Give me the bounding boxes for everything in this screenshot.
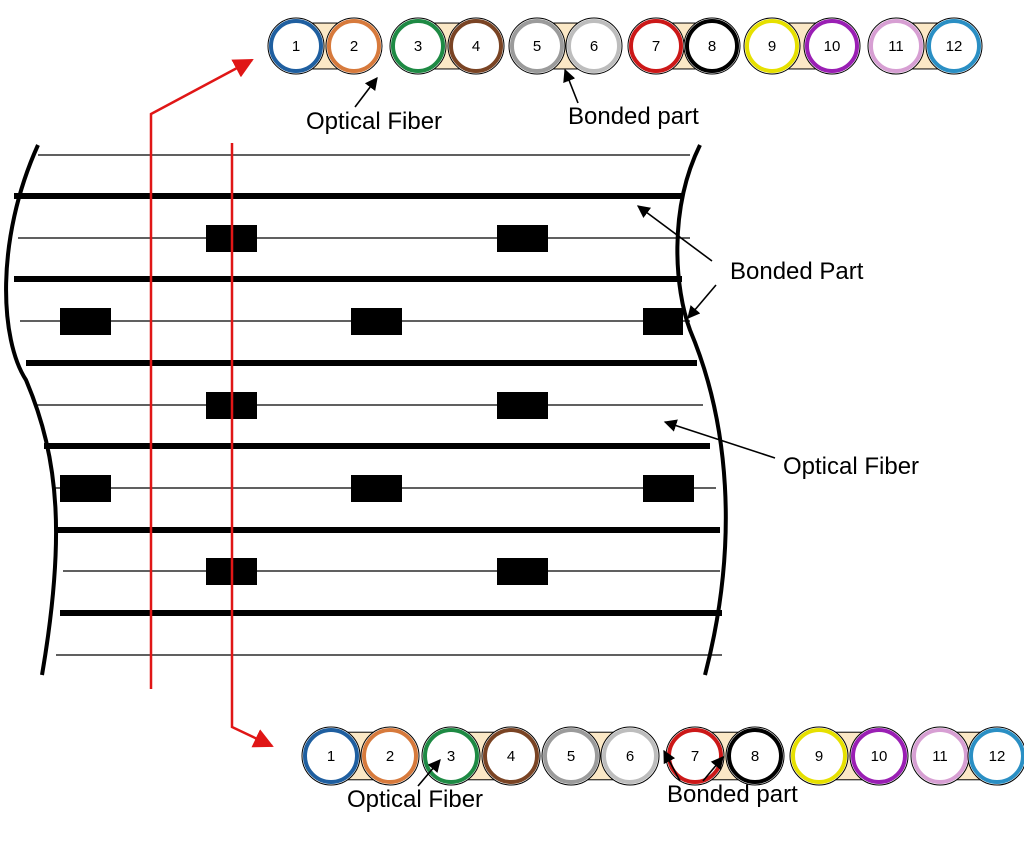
top-fiber-3-coating <box>391 19 445 73</box>
top-fiber-7-coating <box>629 19 683 73</box>
bottom-fiber-8-number: 8 <box>751 748 759 765</box>
bottom-bonded-part-label: Bonded part <box>667 781 798 808</box>
bonded-part-block <box>351 308 402 335</box>
right-bonded-part-arrow-lower <box>687 284 717 319</box>
cut-line-1 <box>149 58 254 689</box>
top-fiber-8-number: 8 <box>708 38 716 55</box>
bottom-fiber-11-number: 11 <box>932 748 948 765</box>
bottom-fiber-6-number: 6 <box>626 748 634 765</box>
right-bonded-part-arrow-upper <box>636 205 713 262</box>
bottom-optical-fiber-arrow <box>417 759 441 787</box>
bottom-fiber-6-coating <box>602 728 658 784</box>
ribbon-right-edge <box>675 144 728 676</box>
bottom-bonded-part-arrow-right <box>702 756 724 782</box>
top-fiber-4-coating <box>449 19 503 73</box>
bottom-fiber-12-coating <box>969 728 1024 784</box>
top-fiber-10-coating <box>805 19 859 73</box>
top-fiber-2-number: 2 <box>350 38 358 55</box>
top-fiber-2-coating <box>327 19 381 73</box>
bottom-fiber-3-number: 3 <box>447 748 455 765</box>
bottom-fiber-4-coating <box>483 728 539 784</box>
top-fiber-10-number: 10 <box>824 38 841 55</box>
bonded-part-block <box>60 475 111 502</box>
top-bonded-part-arrow <box>563 68 579 104</box>
top-fiber-6-number: 6 <box>590 38 598 55</box>
top-fiber-3-number: 3 <box>414 38 422 55</box>
top-fiber-6-coating <box>567 19 621 73</box>
top-fiber-8-coating <box>685 19 739 73</box>
top-fiber-5-coating <box>510 19 564 73</box>
bonded-part-block <box>643 308 683 335</box>
top-fiber-1-coating <box>269 19 323 73</box>
top-fiber-12-coating <box>927 19 981 73</box>
top-optical-fiber-arrow <box>354 76 378 108</box>
cut-line-2 <box>230 143 274 748</box>
fiber-lines <box>18 154 722 656</box>
top-fiber-4-number: 4 <box>472 38 480 55</box>
bottom-fiber-9-coating <box>791 728 847 784</box>
top-fiber-9-number: 9 <box>768 38 776 55</box>
top-bonded-part-label: Bonded part <box>568 103 699 130</box>
bonded-part-block <box>351 475 402 502</box>
bottom-fiber-2-coating <box>362 728 418 784</box>
top-fiber-9-coating <box>745 19 799 73</box>
bottom-fiber-4-number: 4 <box>507 748 515 765</box>
top-fiber-5-number: 5 <box>533 38 541 55</box>
top-fiber-7-number: 7 <box>652 38 660 55</box>
top-optical-fiber-label: Optical Fiber <box>306 108 442 135</box>
bonded-part-block <box>643 475 694 502</box>
bottom-fiber-10-number: 10 <box>871 748 888 765</box>
bottom-fiber-10-coating <box>851 728 907 784</box>
right-optical-fiber-label: Optical Fiber <box>783 453 919 480</box>
ribbon-boundaries <box>14 193 722 616</box>
bonded-part-block <box>497 558 548 585</box>
bonded-part-block <box>60 308 111 335</box>
bonded-part-block <box>497 392 548 419</box>
top-fiber-11-number: 11 <box>888 38 904 55</box>
bottom-fiber-8-coating <box>727 728 783 784</box>
top-fiber-1-number: 1 <box>292 38 300 55</box>
bottom-fiber-5-coating <box>543 728 599 784</box>
bottom-fiber-12-number: 12 <box>989 748 1006 765</box>
bottom-optical-fiber-label: Optical Fiber <box>347 786 483 813</box>
bottom-fiber-1-number: 1 <box>327 748 335 765</box>
bottom-fiber-2-number: 2 <box>386 748 394 765</box>
cut-lines <box>149 58 274 748</box>
top-fiber-11-coating <box>869 19 923 73</box>
right-bonded-part-label: Bonded Part <box>730 258 864 285</box>
ribbon-top-view <box>4 144 728 676</box>
ribbon-left-edge <box>4 144 59 676</box>
bottom-fiber-7-number: 7 <box>691 748 699 765</box>
top-fiber-12-number: 12 <box>946 38 963 55</box>
bottom-fiber-9-number: 9 <box>815 748 823 765</box>
right-optical-fiber-arrow <box>663 419 776 459</box>
bonded-part-block <box>497 225 548 252</box>
bottom-fiber-1-coating <box>303 728 359 784</box>
bottom-fiber-5-number: 5 <box>567 748 575 765</box>
bottom-bonded-part-arrow-left <box>663 749 681 782</box>
bottom-fiber-11-coating <box>912 728 968 784</box>
